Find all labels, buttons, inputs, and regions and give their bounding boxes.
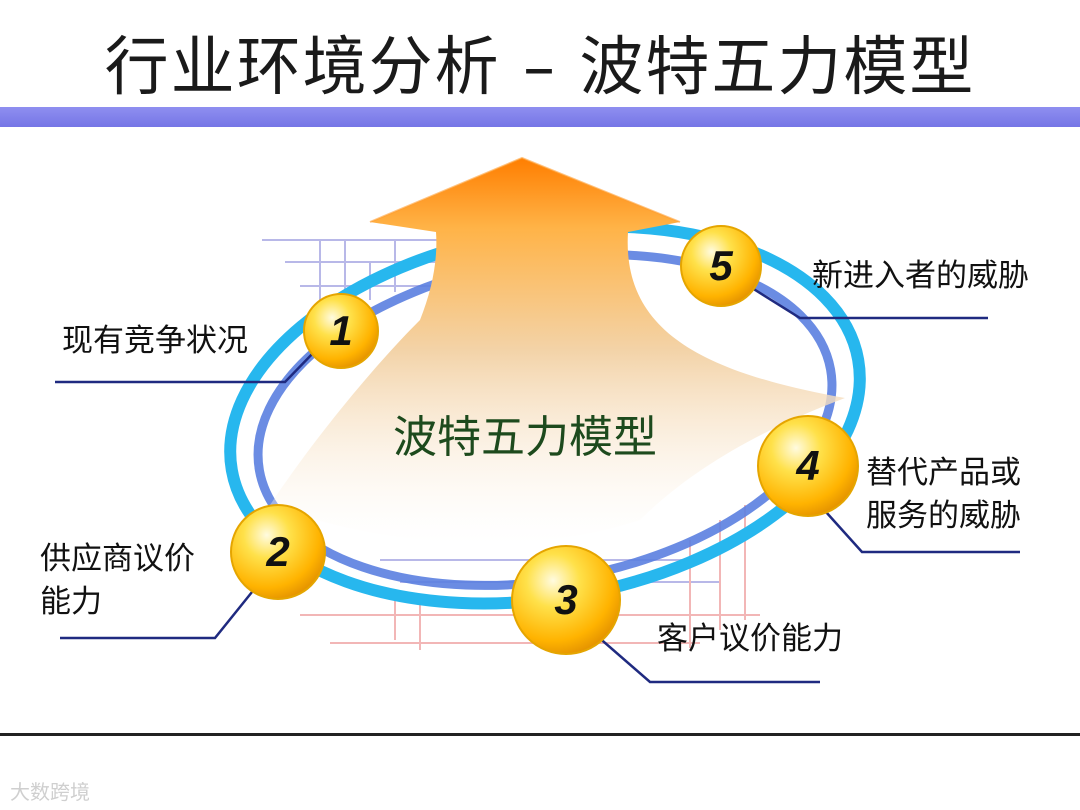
five-forces-diagram [55, 156, 1020, 684]
force-4-number: 4 [796, 442, 820, 489]
badge-3-circle [511, 545, 621, 655]
force-4-label-line1: 替代产品或 [866, 455, 1021, 491]
force-2-number: 2 [266, 528, 290, 575]
footer-divider [0, 733, 1080, 736]
force-3-label: 客户议价能力 [657, 621, 843, 657]
force-2-label-line1: 供应商议价 [40, 541, 195, 577]
force-5-number: 5 [709, 242, 733, 289]
force-1-label: 现有竞争状况 [62, 323, 248, 359]
upward-arrow [270, 158, 845, 544]
badge-2-circle [230, 504, 326, 600]
badge-4-circle [757, 415, 859, 517]
watermark-logo: 大数跨境 [10, 780, 90, 804]
badge-5-circle [680, 225, 762, 307]
force-4-label-line2: 服务的威胁 [866, 498, 1021, 534]
center-model-label: 波特五力模型 [393, 412, 657, 463]
force-5-label: 新进入者的威胁 [812, 258, 1029, 294]
title-underline-bar [0, 107, 1080, 127]
force-3-number: 3 [554, 576, 578, 623]
page-title: 行业环境分析 – 波特五力模型 [104, 31, 976, 105]
badge-1-circle [303, 293, 379, 369]
force-2-label-line2: 能力 [40, 584, 102, 620]
leader-lines [55, 286, 1020, 684]
force-1-number: 1 [329, 307, 353, 354]
